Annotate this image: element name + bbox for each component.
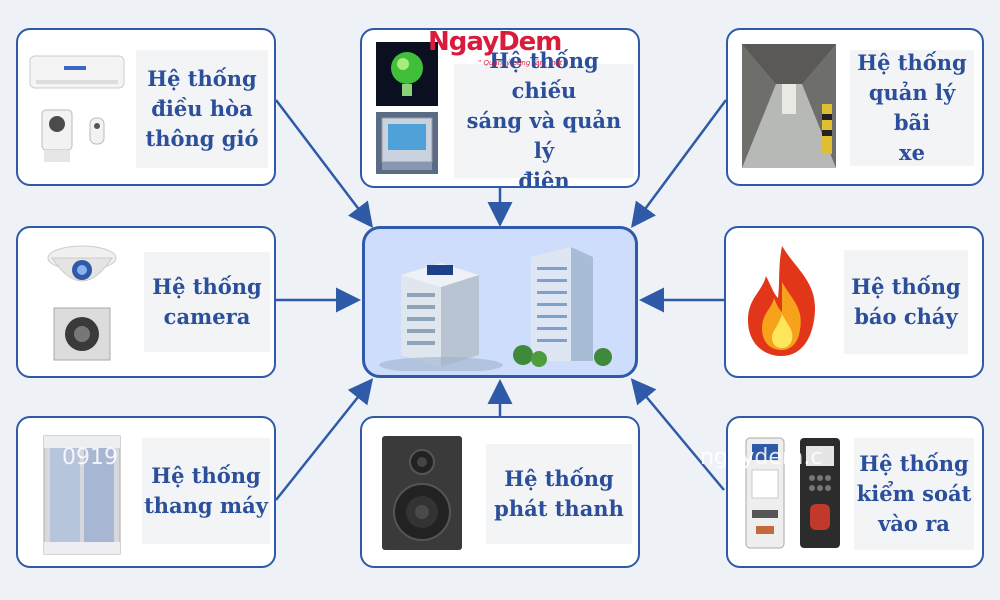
arrow-hvac — [275, 99, 374, 228]
access-control-icon — [745, 437, 840, 549]
control-panel-icon — [376, 112, 438, 174]
label-hvac: Hệ thống điều hòa thông gió — [136, 50, 268, 168]
watermark-site: ngaydem.c — [700, 445, 823, 470]
label-fire: Hệ thống báo cháy — [844, 250, 968, 354]
brand-tagline: " Quản lý bằng tầm mắt " — [478, 59, 568, 67]
elevator-icon — [43, 435, 121, 555]
light-bulb-icon — [376, 42, 438, 106]
speaker-icon — [382, 436, 462, 550]
watermark-phone: 0919 — [62, 445, 118, 470]
card-camera: Hệ thống camera — [16, 226, 276, 378]
air-conditioner-icon — [29, 55, 125, 162]
building-hub — [362, 226, 638, 378]
brand-logo: NgayDem — [428, 27, 562, 57]
label-lighting: Hệ thống chiếu sáng và quản lý điện — [454, 48, 634, 186]
arrow-elevator — [275, 378, 374, 501]
parking-garage-icon — [742, 44, 836, 168]
label-elevator: Hệ thống thang máy — [142, 438, 270, 544]
card-access: Hệ thống kiểm soát vào ra — [726, 416, 984, 568]
label-access: Hệ thống kiểm soát vào ra — [854, 438, 974, 550]
building-icon — [379, 247, 612, 371]
card-hvac: Hệ thống điều hòa thông gió — [16, 28, 276, 186]
label-camera: Hệ thống camera — [144, 252, 270, 352]
label-parking: Hệ thống quản lý bãi xe — [850, 50, 974, 166]
card-elevator: Hệ thống thang máy — [16, 416, 276, 568]
camera-icon — [47, 245, 117, 361]
card-pa: Hệ thống phát thanh — [360, 416, 640, 568]
fire-icon — [748, 246, 816, 356]
card-lighting: Hệ thống chiếu sáng và quản lý điện — [360, 28, 640, 188]
label-pa: Hệ thống phát thanh — [486, 444, 632, 544]
card-fire: Hệ thống báo cháy — [724, 226, 984, 378]
arrow-access — [630, 378, 725, 491]
arrow-parking — [631, 99, 728, 229]
card-parking: Hệ thống quản lý bãi xe — [726, 28, 984, 186]
